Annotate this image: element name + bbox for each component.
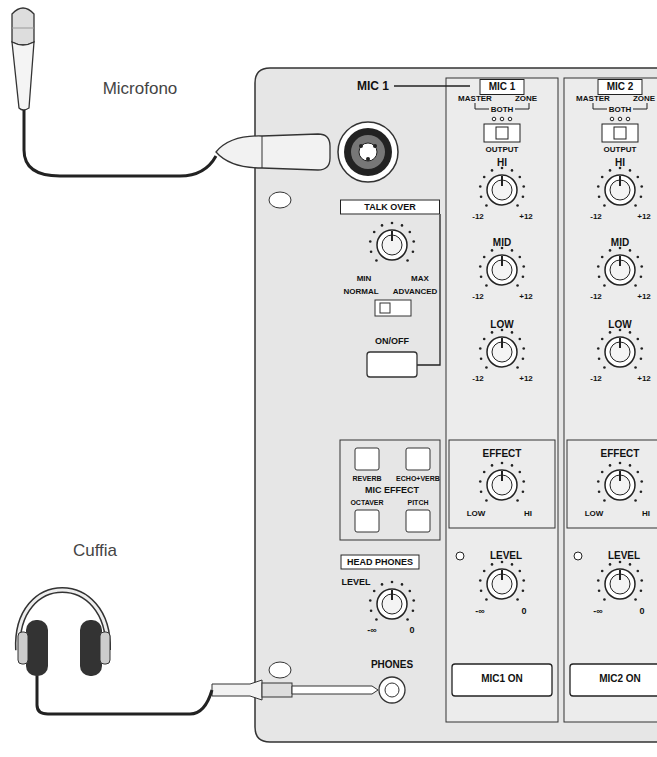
knob xyxy=(369,581,415,621)
panel-label: +12 xyxy=(519,375,533,383)
panel-label: ON/OFF xyxy=(375,337,409,346)
panel-label: -12 xyxy=(590,213,602,221)
panel-label: HI xyxy=(524,510,532,518)
knob xyxy=(369,222,415,262)
box-text: TALK OVER xyxy=(364,202,415,212)
panel-label: HI xyxy=(615,158,625,168)
panel-label: 0 xyxy=(409,626,414,635)
panel-label: LOW xyxy=(608,320,631,330)
box-text: MIC 2 xyxy=(607,81,634,92)
panel-label: ZONE xyxy=(515,95,537,103)
panel-label: MID xyxy=(611,238,629,248)
panel-label: EFFECT xyxy=(601,449,640,459)
knob xyxy=(597,561,643,601)
panel-label: MIC EFFECT xyxy=(365,486,419,495)
panel-label: LEVEL xyxy=(341,578,370,587)
knob xyxy=(597,167,643,207)
panel-label: MASTER xyxy=(576,95,610,103)
panel-label: PHONES xyxy=(371,660,413,670)
panel-label: MID xyxy=(493,238,511,248)
box-text: MIC1 ON xyxy=(481,673,523,684)
panel-label: MASTER xyxy=(458,95,492,103)
panel-label: ADVANCED xyxy=(393,288,438,296)
panel-label: 0 xyxy=(521,607,526,616)
panel-label: +12 xyxy=(519,293,533,301)
panel-label: -12 xyxy=(590,293,602,301)
panel-label: +12 xyxy=(637,213,651,221)
panel-label: -∞ xyxy=(475,607,484,616)
panel-label: BOTH xyxy=(609,106,632,114)
panel-label: OCTAVER xyxy=(350,499,383,506)
panel-label: LOW xyxy=(467,510,486,518)
knob xyxy=(479,167,525,207)
panel-label: +12 xyxy=(637,293,651,301)
knob xyxy=(597,329,643,369)
panel-label: PITCH xyxy=(408,499,429,506)
panel-label: NORMAL xyxy=(343,288,378,296)
panel-label: 0 xyxy=(639,607,644,616)
section-box: TALK OVER xyxy=(340,200,440,215)
panel-label: -12 xyxy=(472,375,484,383)
panel-label: HI xyxy=(497,158,507,168)
panel-label: Cuffia xyxy=(73,542,117,559)
knob xyxy=(479,329,525,369)
section-box: MIC 1 xyxy=(480,79,525,95)
knob xyxy=(479,561,525,601)
section-box: MIC 2 xyxy=(598,79,643,95)
box-text: HEAD PHONES xyxy=(347,557,413,567)
panel-label: Microfono xyxy=(103,80,178,97)
panel-label: MIN xyxy=(357,275,372,283)
panel-label: LEVEL xyxy=(490,551,522,561)
panel-label: -12 xyxy=(472,213,484,221)
panel-label: MAX xyxy=(411,275,429,283)
panel-label: ZONE xyxy=(633,95,655,103)
button: MIC1 ON xyxy=(454,665,550,695)
panel-label: +12 xyxy=(519,213,533,221)
box-text: MIC2 ON xyxy=(599,673,641,684)
panel-label: +12 xyxy=(637,375,651,383)
knob xyxy=(479,247,525,287)
panel-label: ECHO+VERB xyxy=(396,475,440,482)
panel-label: -∞ xyxy=(593,607,602,616)
panel-label: OUTPUT xyxy=(604,146,637,154)
panel-label: -∞ xyxy=(367,626,376,635)
knob xyxy=(479,462,525,502)
box-text: MIC 1 xyxy=(489,81,516,92)
panel-label: HI xyxy=(642,510,650,518)
panel-label: -12 xyxy=(472,293,484,301)
section-box: HEAD PHONES xyxy=(341,555,420,570)
panel-label: LOW xyxy=(585,510,604,518)
knob xyxy=(597,462,643,502)
panel-label: LEVEL xyxy=(608,551,640,561)
panel-label: EFFECT xyxy=(483,449,522,459)
panel-label: LOW xyxy=(490,320,513,330)
button: MIC2 ON xyxy=(591,665,649,695)
panel-label: MIC 1 xyxy=(357,80,389,92)
panel-label: OUTPUT xyxy=(486,146,519,154)
panel-label: -12 xyxy=(590,375,602,383)
knob xyxy=(597,247,643,287)
panel-label: REVERB xyxy=(352,475,381,482)
panel-label: BOTH xyxy=(491,106,514,114)
